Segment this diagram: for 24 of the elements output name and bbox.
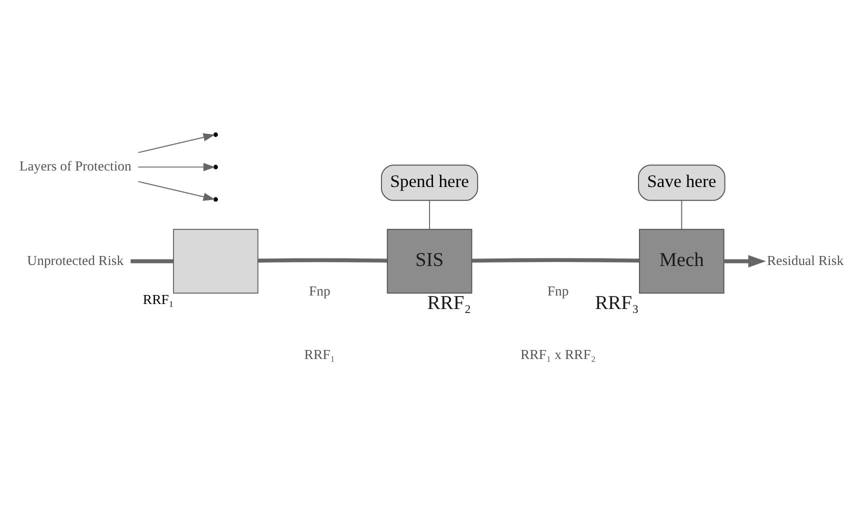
node-label: RRF₂	[427, 292, 472, 314]
node-text: Unprotected Risk	[27, 252, 124, 268]
arrow	[138, 133, 216, 154]
node-text: Layers of Protection	[19, 158, 132, 174]
connector	[429, 200, 430, 230]
label: RRF₁	[304, 347, 336, 362]
arrow	[724, 255, 766, 268]
node-box: Save here	[638, 164, 726, 201]
node-label: RRF₁	[142, 292, 174, 308]
label: Fnp	[308, 283, 330, 298]
arrow	[138, 162, 216, 172]
connector	[130, 259, 174, 264]
node-text: Residual Risk	[766, 252, 844, 268]
node-box: SIS	[386, 228, 472, 294]
label: RRF₁ x RRF₂	[520, 347, 596, 362]
node-box: Mech	[638, 228, 724, 294]
connector	[258, 258, 388, 263]
node-box	[173, 228, 258, 294]
label: Fnp	[547, 283, 569, 298]
connector	[681, 200, 682, 230]
node-box: Spend here	[380, 164, 478, 201]
node-label: RRF₃	[594, 292, 639, 314]
arrow	[138, 181, 216, 201]
connector	[472, 258, 640, 263]
